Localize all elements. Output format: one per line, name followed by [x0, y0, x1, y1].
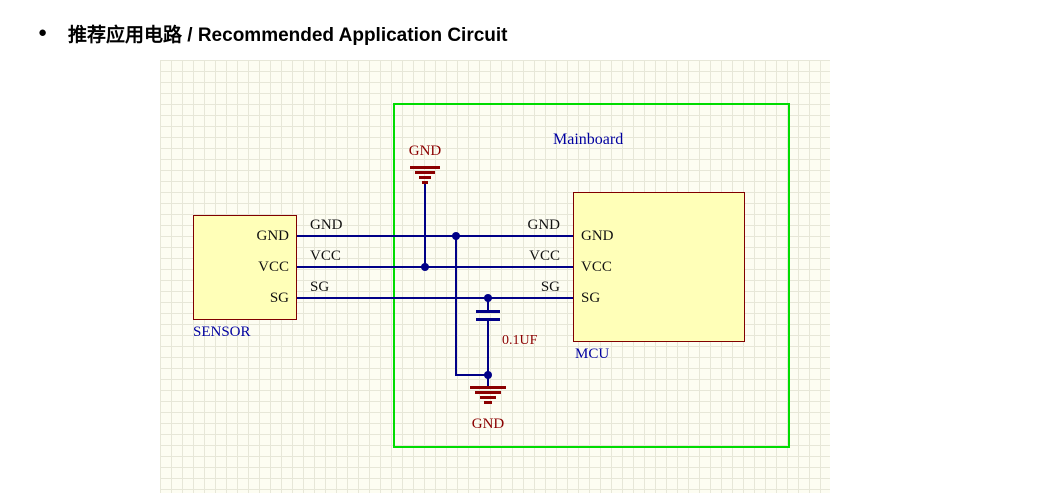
junction-dot-vcc	[421, 263, 429, 271]
sensor-pin-sg: SG	[269, 290, 289, 306]
net-label-vcc-right: VCC	[529, 248, 560, 264]
capacitor-plate-top	[476, 310, 500, 313]
wire-vcc-net	[297, 266, 573, 268]
sensor-pin-vcc: VCC	[258, 259, 289, 275]
section-heading: ● 推荐应用电路 / Recommended Application Circu…	[38, 20, 998, 50]
mcu-body	[573, 192, 745, 342]
sensor-designator: SENSOR	[193, 324, 251, 340]
net-label-sg-left: SG	[310, 279, 330, 295]
capacitor-value-label: 0.1UF	[502, 333, 538, 348]
capacitor-plate-bottom	[476, 318, 500, 321]
wire-sg-net	[297, 297, 573, 299]
bullet-icon: ●	[38, 24, 48, 41]
schematic-canvas: Mainboard GND VCC SG SENSOR GND VCC SG M…	[160, 60, 830, 493]
wire-gnd-branch-vertical	[455, 235, 457, 376]
net-label-vcc-left: VCC	[310, 248, 341, 264]
wire-gnd-branch-horizontal	[455, 374, 489, 376]
section-title: 推荐应用电路 / Recommended Application Circuit	[68, 25, 508, 46]
mainboard-label: Mainboard	[553, 131, 624, 148]
net-label-gnd-left: GND	[310, 217, 343, 233]
net-label-gnd-right: GND	[527, 217, 561, 233]
net-label-sg-right: SG	[540, 279, 560, 295]
sensor-body	[193, 215, 297, 320]
mcu-pin-gnd: GND	[581, 228, 614, 244]
capacitor-lead-top	[487, 298, 489, 312]
mcu-designator: MCU	[575, 346, 610, 362]
mcu-pin-sg: SG	[581, 290, 601, 306]
sensor-pin-gnd: GND	[256, 228, 290, 244]
wire-gnd-net	[297, 235, 573, 237]
top-gnd-label: GND	[408, 143, 442, 159]
wire-top-gnd-drop	[424, 184, 426, 268]
capacitor-lead-bottom	[487, 321, 489, 387]
bottom-gnd-label: GND	[471, 416, 505, 432]
junction-dot-bottom	[484, 371, 492, 379]
mainboard-boundary	[393, 103, 790, 448]
mcu-pin-vcc: VCC	[581, 259, 612, 275]
